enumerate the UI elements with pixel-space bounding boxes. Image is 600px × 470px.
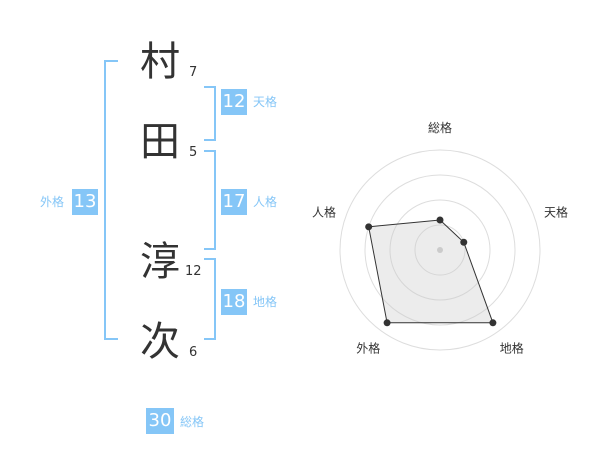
stroke-count-3: 12	[185, 264, 202, 279]
radar-axis-label-4: 外格	[356, 341, 380, 356]
radar-grid-ring	[414, 224, 466, 276]
gaikaku-value: 13	[72, 189, 98, 215]
name-char-4: 次	[140, 319, 180, 365]
radar-series-polygon	[368, 219, 494, 324]
radar-grid-ring	[339, 149, 541, 351]
soukaku-label: 総格	[180, 415, 205, 429]
jinkaku-bracket	[204, 150, 216, 250]
radar-axis-label-3: 地格	[500, 341, 524, 356]
gaikaku-bracket	[104, 60, 118, 340]
radar-axis-label-5: 人格	[312, 204, 336, 219]
tenkaku-label: 天格	[253, 95, 278, 109]
radar-axis-label-1: 総格	[428, 120, 452, 135]
radar-axis-label-2: 天格	[544, 204, 568, 219]
chikaku-label: 地格	[253, 295, 278, 309]
tenkaku-bracket	[204, 86, 216, 141]
radar-grid-ring	[389, 199, 491, 301]
gaikaku-label: 外格	[40, 195, 65, 209]
name-char-1: 村	[140, 39, 180, 85]
radar-point-4	[383, 319, 391, 327]
radar-center-dot	[437, 247, 443, 253]
jinkaku-value: 17	[221, 189, 247, 215]
chikaku-bracket	[204, 258, 216, 340]
radar-point-1	[436, 216, 444, 224]
radar-point-2	[460, 238, 468, 246]
radar-grid-ring	[364, 174, 516, 326]
stroke-count-2: 5	[189, 145, 198, 160]
stroke-count-1: 7	[189, 65, 198, 80]
name-char-2: 田	[140, 119, 180, 165]
chikaku-value: 18	[221, 289, 247, 315]
radar-point-3	[489, 319, 497, 327]
jinkaku-label: 人格	[253, 195, 278, 209]
stroke-count-4: 6	[189, 345, 198, 360]
radar-point-5	[365, 223, 373, 231]
name-char-3: 淳	[140, 239, 180, 285]
soukaku-value: 30	[146, 408, 174, 434]
tenkaku-value: 12	[221, 89, 247, 115]
